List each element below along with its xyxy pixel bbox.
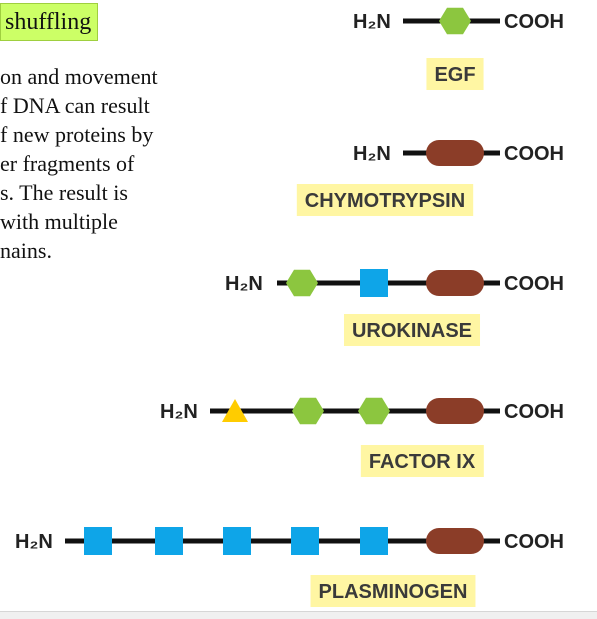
kringle-domain (360, 269, 388, 297)
n-terminus-label: H₂N (353, 143, 391, 165)
egf-domain (286, 269, 318, 297)
kringle-domain (84, 527, 112, 555)
c-terminus-label: COOH (504, 11, 564, 33)
protein-label-background (426, 58, 484, 90)
bottom-scrollbar-area (0, 611, 597, 619)
protein-name-label: PLASMINOGEN (319, 581, 468, 603)
protein-label-background (296, 184, 474, 216)
c-terminus-label: COOH (504, 531, 564, 553)
egf-domain (292, 397, 324, 425)
paragraph-line: with multiple (0, 209, 118, 234)
paragraph-line: s. The result is (0, 180, 128, 205)
n-terminus-label: H₂N (225, 273, 263, 295)
n-terminus-label: H₂N (160, 401, 198, 423)
protease-domain (426, 398, 484, 424)
protein-label-background (310, 575, 476, 607)
n-terminus-label: H₂N (353, 11, 391, 33)
protein-name-label: CHYMOTRYPSIN (305, 190, 465, 212)
c-terminus-label: COOH (504, 401, 564, 423)
kringle-domain (155, 527, 183, 555)
kringle-domain (223, 527, 251, 555)
section-heading: shuffling (0, 3, 99, 41)
paragraph-line: f new proteins by (0, 122, 154, 147)
protein-label-background (360, 445, 484, 477)
paragraph-line: nains. (0, 238, 52, 263)
paragraph-line: f DNA can result (0, 93, 150, 118)
protease-domain (426, 140, 484, 166)
n-terminus-label: H₂N (15, 531, 53, 553)
paragraph-line: er fragments of (0, 151, 135, 176)
description-paragraph: on and movement f DNA can result f new p… (0, 62, 230, 265)
protease-domain (426, 270, 484, 296)
egf-domain (439, 7, 471, 35)
c-terminus-label: COOH (504, 143, 564, 165)
kringle-domain (291, 527, 319, 555)
paragraph-line: on and movement (0, 64, 158, 89)
egf-domain (358, 397, 390, 425)
gla-domain (222, 399, 248, 422)
protein-name-label: FACTOR IX (369, 451, 476, 473)
protein-label-background (343, 314, 481, 346)
c-terminus-label: COOH (504, 273, 564, 295)
protein-name-label: EGF (434, 64, 475, 86)
protease-domain (426, 528, 484, 554)
protein-name-label: UROKINASE (352, 320, 472, 342)
kringle-domain (360, 527, 388, 555)
